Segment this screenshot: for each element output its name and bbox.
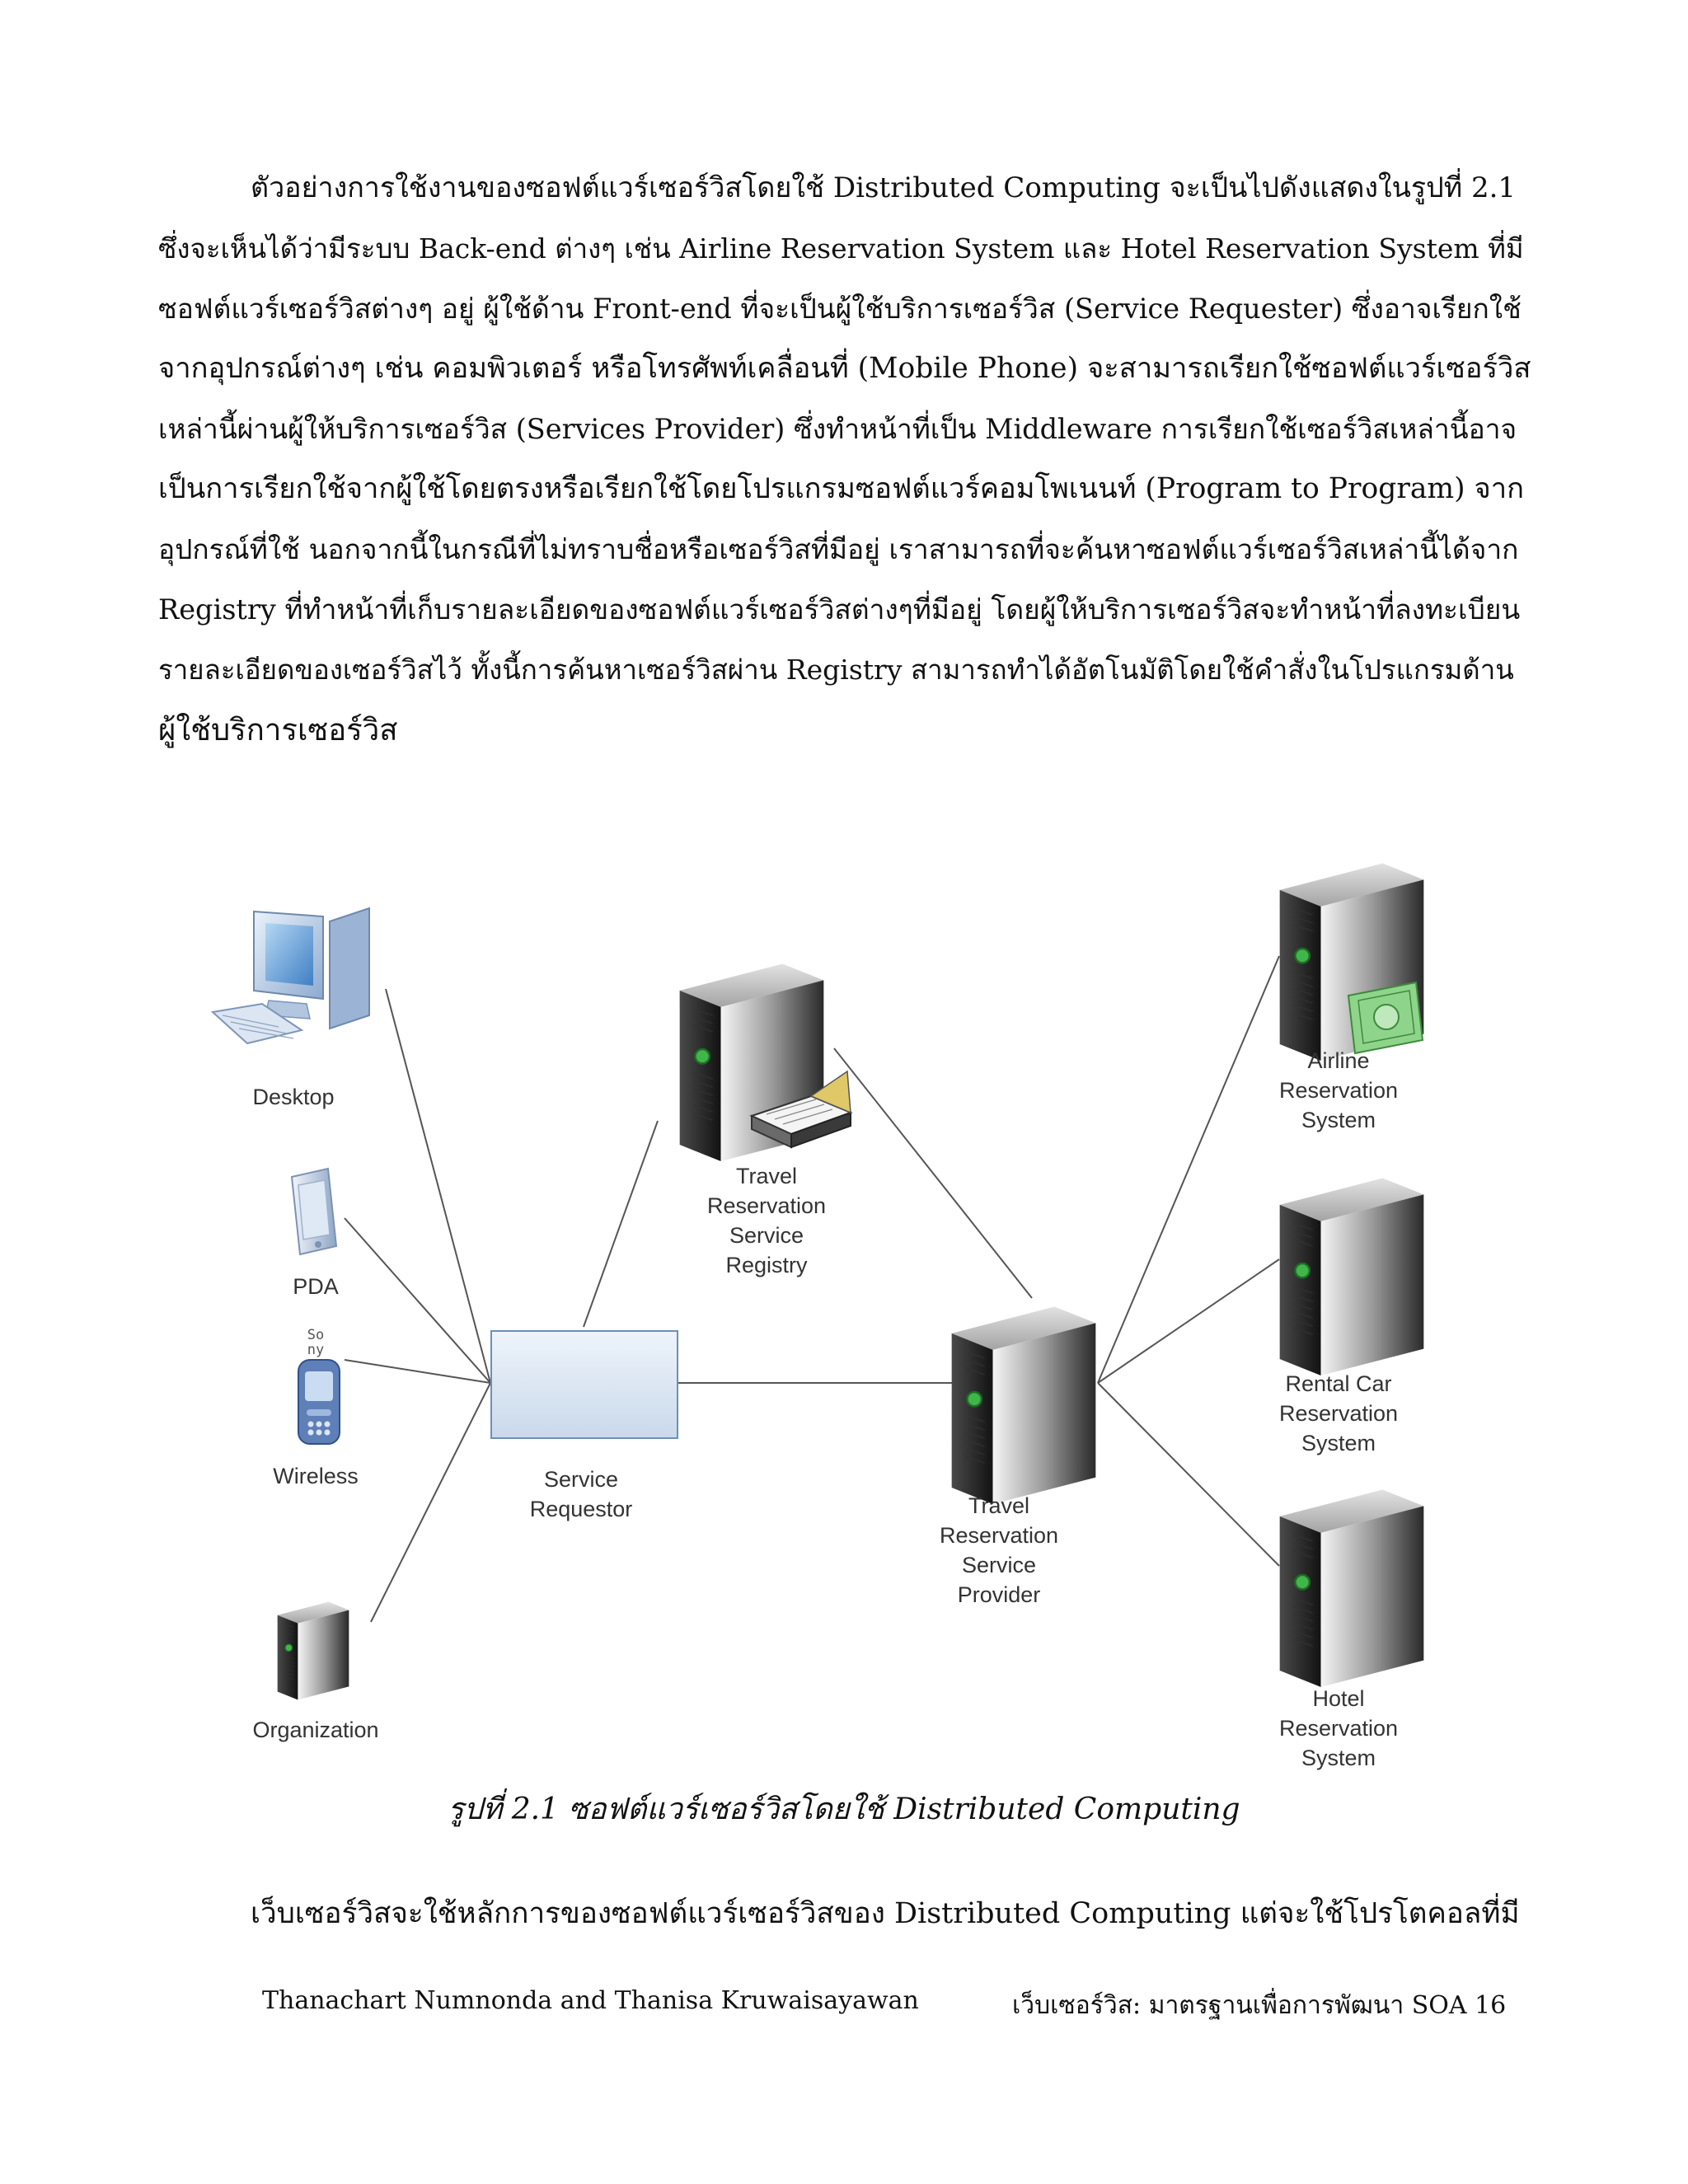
paragraph-line: ตัวอย่างการใช้งานของซอฟต์แวร์เซอร์วิสโดย…: [251, 171, 1517, 204]
server-icon: [276, 1601, 350, 1701]
connector-line: [370, 1382, 491, 1623]
server-icon: [1278, 1177, 1425, 1377]
connector-line: [833, 1047, 1033, 1299]
desktop-node: Desktop: [210, 907, 370, 1109]
paragraph-line: ซอฟต์แวร์เซอร์วิสต่างๆ อยู่ ผู้ใช้ด้าน F…: [158, 293, 1522, 325]
connector-line: [385, 988, 491, 1384]
paragraph-line: เป็นการเรียกใช้จากผู้ใช้โดยตรงหรือเรียกใ…: [158, 472, 1525, 505]
registry-book-icon: [749, 1070, 853, 1149]
wireless-label: Wireless: [273, 1464, 359, 1488]
connector-line: [583, 1120, 659, 1328]
paragraph-line: Registry ที่ทำหน้าที่เก็บรายละเอียดของซอ…: [158, 593, 1521, 626]
service-requestor-box: [490, 1330, 678, 1439]
connector-line: [1097, 955, 1280, 1384]
desktop-label: Desktop: [252, 1085, 334, 1109]
pda-icon: [290, 1167, 338, 1256]
paragraph-line: อุปกรณ์ที่ใช้ นอกจากนี้ในกรณีที่ไม่ทราบช…: [158, 533, 1519, 565]
paragraph-line: ผู้ใช้บริการเซอร์วิส: [158, 712, 398, 748]
body-paragraph: เว็บเซอร์วิสจะใช้หลักการของซอฟต์แวร์เซอร…: [158, 1884, 1533, 1944]
body-paragraph: ตัวอย่างการใช้งานของซอฟต์แวร์เซอร์วิสโดย…: [158, 158, 1533, 760]
footer-authors: Thanachart Numnonda and Thanisa Kruwaisa…: [262, 1986, 919, 2015]
organization-label: Organization: [252, 1718, 378, 1742]
desktop-computer-icon: [210, 907, 370, 1045]
connector-line: [344, 1217, 491, 1384]
money-icon: [1347, 981, 1424, 1055]
organization-node: Organization: [252, 1601, 379, 1742]
paragraph-line: รายละเอียดของเซอร์วิสไว้ ทั้งนี้การค้นหา…: [158, 654, 1514, 686]
pda-label: PDA: [293, 1274, 339, 1299]
server-icon: [1278, 1488, 1425, 1689]
connector-line: [1097, 1382, 1280, 1567]
pda-node: PDA: [290, 1167, 339, 1299]
footer-title-page-number: เว็บเซอร์วิส: มาตรฐานเพื่อการพัฒนา SOA 1…: [1012, 1991, 1507, 2020]
connector-lines: [344, 955, 1280, 1623]
connector-line: [1097, 1258, 1280, 1384]
server-icon: [950, 1305, 1097, 1506]
paragraph-line: เว็บเซอร์วิสจะใช้หลักการของซอฟต์แวร์เซอร…: [251, 1897, 1520, 1930]
figure-caption: รูปที่ 2.1 ซอฟต์แวร์เซอร์วิสโดยใช้ Distr…: [448, 1793, 1240, 1826]
paragraph-line: ซึ่งจะเห็นได้ว่ามีระบบ Back-end ต่างๆ เช…: [158, 232, 1524, 265]
mobile-phone-icon: [298, 1359, 340, 1445]
paragraph-line: เหล่านี้ผ่านผู้ให้บริการเซอร์วิส (Servic…: [158, 413, 1517, 445]
connector-line: [344, 1359, 491, 1384]
paragraph-line: จากอุปกรณ์ต่างๆ เช่น คอมพิวเตอร์ หรือโทร…: [158, 352, 1531, 385]
